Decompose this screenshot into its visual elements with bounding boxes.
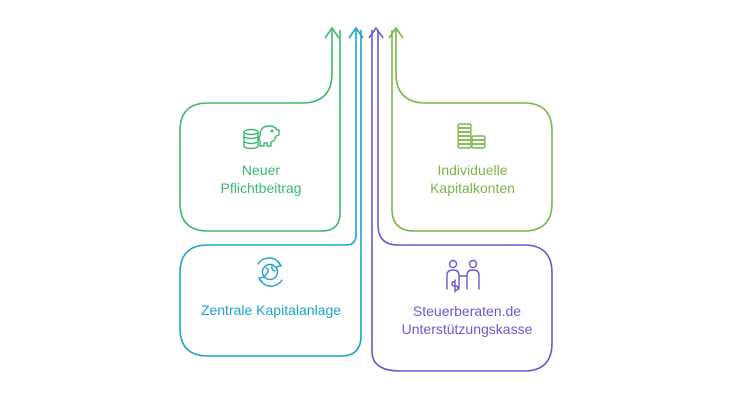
card-label-line: Kapitalkonten — [430, 180, 515, 196]
card-label-line: Unterstützungskasse — [401, 321, 533, 337]
card-label-neuer-pflichtbeitrag: Neuer Pflichtbeitrag — [200, 161, 322, 197]
connector-purple-arrow — [371, 30, 553, 372]
connector-lime-arrow — [391, 30, 553, 232]
arrowhead-purple — [368, 27, 384, 39]
card-individuelle-kapitalkonten — [388, 27, 553, 232]
card-label-unterstuetzungskasse: Steuerberaten.de Unterstützungskasse — [392, 302, 542, 338]
card-zentrale-kapitalanlage — [179, 27, 364, 357]
advisor-client-icon — [446, 259, 480, 293]
connector-blue-arrow — [179, 30, 362, 357]
card-label-line: Steuerberaten.de — [412, 303, 522, 319]
card-label-zentrale-kapitalanlage: Zentrale Kapitalanlage — [190, 301, 352, 319]
arrowhead-blue — [348, 27, 364, 39]
globe-cycle-icon — [257, 257, 283, 287]
coin-stacks-icon — [457, 123, 486, 149]
card-neuer-pflichtbeitrag — [179, 27, 341, 232]
arrowhead-green — [324, 27, 340, 39]
card-label-line: Zentrale Kapitalanlage — [200, 302, 342, 318]
card-label-individuelle-kapitalkonten: Individuelle Kapitalkonten — [410, 161, 535, 197]
card-label-line: Pflichtbeitrag — [220, 180, 302, 196]
connector-green-arrow — [179, 30, 341, 232]
piggy-bank-coins-icon — [243, 125, 280, 150]
card-label-line: Neuer — [241, 162, 281, 178]
card-label-line: Individuelle — [437, 162, 508, 178]
card-unterstuetzungskasse — [368, 27, 553, 372]
arrowhead-lime — [388, 27, 404, 39]
